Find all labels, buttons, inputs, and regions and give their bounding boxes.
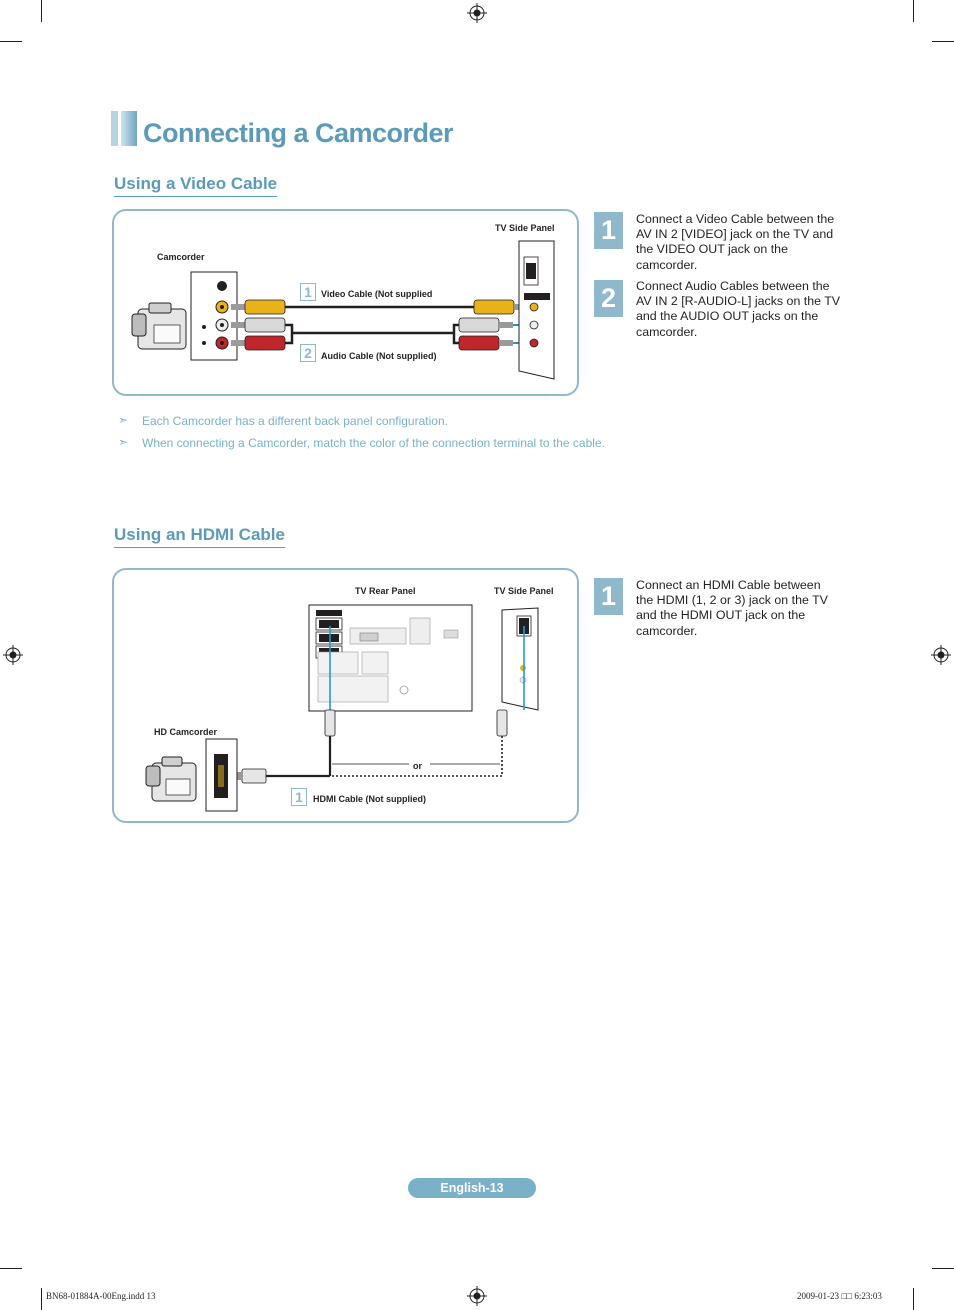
step-1-text: Connect a Video Cable between the AV IN …: [636, 212, 835, 272]
cable-1-number: 1: [300, 283, 316, 301]
step-1-number: 1: [594, 212, 623, 249]
crop-mark: [932, 1268, 954, 1269]
hd-camcorder-label: HD Camcorder: [154, 727, 218, 737]
step-2-text: Connect Audio Cables between the AV IN 2…: [636, 279, 841, 339]
title-bars-icon: [111, 111, 137, 146]
hdmi-connection-illustration: [145, 604, 539, 812]
section-heading-video: Using a Video Cable: [114, 174, 278, 197]
crop-mark: [0, 41, 22, 42]
hd-camcorder-icon: [145, 756, 197, 802]
crop-mark: [932, 41, 954, 42]
camcorder-label: Camcorder: [157, 252, 205, 262]
registration-mark-icon: [467, 3, 487, 23]
tv-side-panel-hdmi: [501, 607, 539, 711]
hdmi-cable-label: HDMI Cable (Not supplied): [313, 794, 426, 804]
camcorder-icon: [131, 302, 187, 350]
hdmi-cable-number: 1: [291, 788, 307, 806]
note-2: When connecting a Camcorder, match the c…: [142, 436, 605, 450]
note-bullet-icon: ➣: [118, 413, 129, 427]
video-connection-illustration: [131, 240, 555, 380]
step-1-number-hdmi: 1: [594, 578, 623, 615]
left-rca-plugs: [231, 299, 286, 351]
note-1: Each Camcorder has a different back pane…: [142, 414, 448, 428]
file-slug: BN68-01884A-00Eng.indd 13: [46, 1291, 156, 1301]
camcorder-jack-panel: [190, 271, 238, 361]
video-cable-label: Video Cable (Not supplied: [321, 289, 433, 299]
or-label: or: [413, 761, 422, 771]
tv-side-panel: [518, 240, 555, 380]
registration-mark-icon: [467, 1286, 487, 1306]
crop-mark: [913, 1288, 914, 1310]
section-heading-hdmi: Using an HDMI Cable: [114, 525, 285, 548]
step-2-number: 2: [594, 280, 623, 317]
crop-mark: [913, 0, 914, 22]
audio-cable-label: Audio Cable (Not supplied): [321, 351, 437, 361]
print-timestamp: 2009-01-23 □□ 6:23:03: [797, 1291, 882, 1301]
tv-rear-panel-label: TV Rear Panel: [355, 586, 416, 596]
crop-mark: [0, 1268, 22, 1269]
tv-side-panel-label: TV Side Panel: [495, 223, 555, 233]
tv-side-panel-label: TV Side Panel: [494, 586, 554, 596]
step-1-text-hdmi: Connect an HDMI Cable between the HDMI (…: [636, 578, 828, 638]
page-number-badge: English-13: [408, 1178, 536, 1198]
note-bullet-icon: ➣: [118, 435, 129, 449]
cable-2-number: 2: [300, 344, 316, 362]
page-title: Connecting a Camcorder: [143, 118, 454, 148]
hdmi-cable-diagram: TV Rear Panel TV Side Panel HD Camcorder…: [112, 568, 579, 823]
registration-mark-icon: [931, 645, 951, 665]
tv-rear-panel: [308, 604, 473, 712]
video-cable-diagram: TV Side Panel Camcorder 1 Video Cable (N…: [112, 209, 579, 396]
crop-mark: [41, 1288, 42, 1310]
right-rca-plugs: [458, 299, 528, 351]
registration-mark-icon: [3, 645, 23, 665]
crop-mark: [41, 0, 42, 22]
